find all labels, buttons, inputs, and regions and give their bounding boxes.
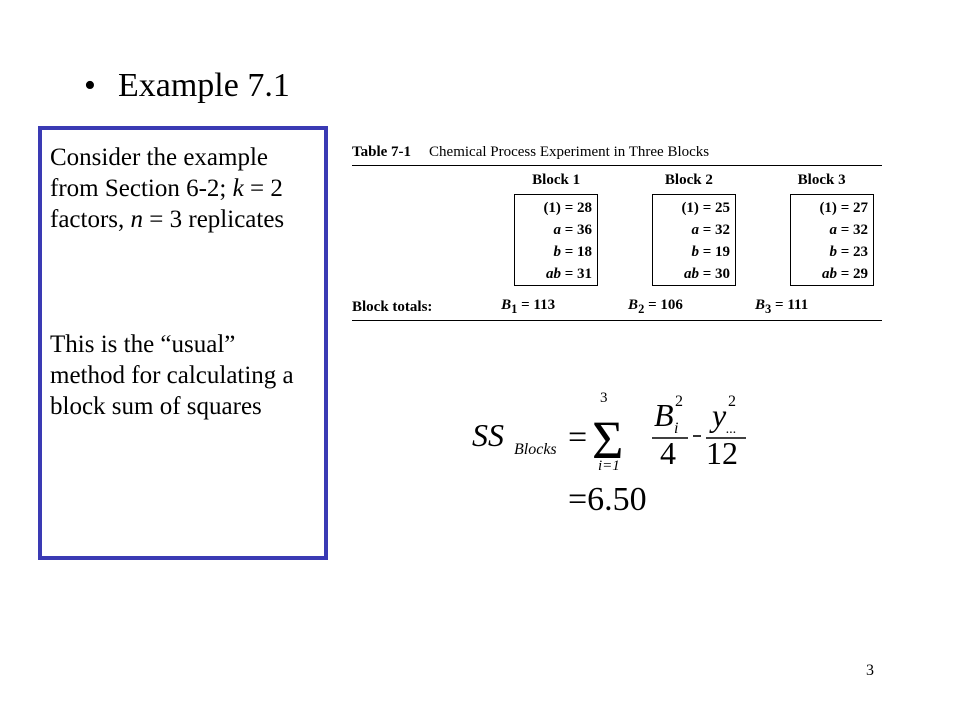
term1-num-sup: 2 bbox=[675, 393, 683, 410]
block-box: (1) = 25 a = 32 b = 19 ab = 30 bbox=[652, 194, 736, 286]
note-usual-method: This is the “usual” method for calculati… bbox=[50, 331, 294, 420]
table-row: ab = 30 bbox=[683, 266, 730, 282]
title-text: Example 7.1 bbox=[118, 67, 290, 104]
sum-lower: i=1 bbox=[598, 458, 620, 474]
term1-den: 4 bbox=[660, 435, 676, 471]
note-intro: Consider the example from Section 6-2; k… bbox=[50, 144, 285, 233]
table-row: b = 19 bbox=[691, 244, 730, 260]
table-row: b = 23 bbox=[829, 244, 868, 260]
data-table: Table 7-1 Chemical Process Experiment in… bbox=[352, 140, 882, 321]
note-box: Consider the example from Section 6-2; k… bbox=[38, 126, 328, 560]
block-boxes: (1) = 28 a = 36 b = 18 ab = 31 (1) = 25 … bbox=[352, 194, 882, 286]
term2-num-sup: 2 bbox=[728, 393, 736, 410]
sigma-icon: Σ bbox=[592, 410, 623, 470]
table-row: a = 32 bbox=[691, 222, 730, 238]
term1-num-sub: i bbox=[674, 420, 678, 437]
page-number: 3 bbox=[866, 662, 874, 679]
bullet: • bbox=[84, 67, 96, 104]
ss-blocks-formula: SS Blocks = 3 Σ i=1 B i 2 4 y ... 2 12 =… bbox=[472, 390, 746, 518]
term2-num-sub: ... bbox=[726, 422, 737, 437]
table-row: ab = 29 bbox=[821, 266, 868, 282]
formula-lhs-sub: Blocks bbox=[514, 441, 557, 458]
term2-den: 12 bbox=[706, 435, 738, 471]
block-total: B1 = 113 bbox=[501, 297, 556, 316]
block-totals-row: Block totals: B1 = 113 B2 = 106 B3 = 111 bbox=[352, 294, 882, 321]
formula-lhs: SS bbox=[472, 417, 504, 453]
block-header: Block 3 bbox=[797, 171, 846, 188]
table-row: (1) = 28 bbox=[543, 200, 592, 216]
table-caption: Table 7-1 Chemical Process Experiment in… bbox=[352, 140, 882, 166]
table-row: (1) = 25 bbox=[681, 200, 730, 216]
sum-upper: 3 bbox=[600, 390, 608, 406]
block-total: B3 = 111 bbox=[755, 297, 809, 316]
block-header: Block 2 bbox=[664, 171, 713, 188]
slide-title: • Example 7.1 bbox=[84, 64, 290, 108]
equals-sign: = bbox=[568, 419, 587, 456]
term1-num: B bbox=[654, 397, 674, 433]
totals-label: Block totals: bbox=[352, 298, 433, 315]
block-box: (1) = 27 a = 32 b = 23 ab = 29 bbox=[790, 194, 874, 286]
table-header-row: Block 1 Block 2 Block 3 bbox=[352, 166, 882, 194]
table-row: a = 36 bbox=[553, 222, 592, 238]
block-header: Block 1 bbox=[532, 171, 581, 188]
formula-result: =6.50 bbox=[568, 481, 647, 518]
table-row: a = 32 bbox=[829, 222, 868, 238]
table-row: (1) = 27 bbox=[819, 200, 868, 216]
block-total: B2 = 106 bbox=[628, 297, 683, 316]
table-row: b = 18 bbox=[553, 244, 592, 260]
term2-num: y bbox=[709, 397, 727, 433]
block-box: (1) = 28 a = 36 b = 18 ab = 31 bbox=[514, 194, 598, 286]
table-row: ab = 31 bbox=[545, 266, 592, 282]
